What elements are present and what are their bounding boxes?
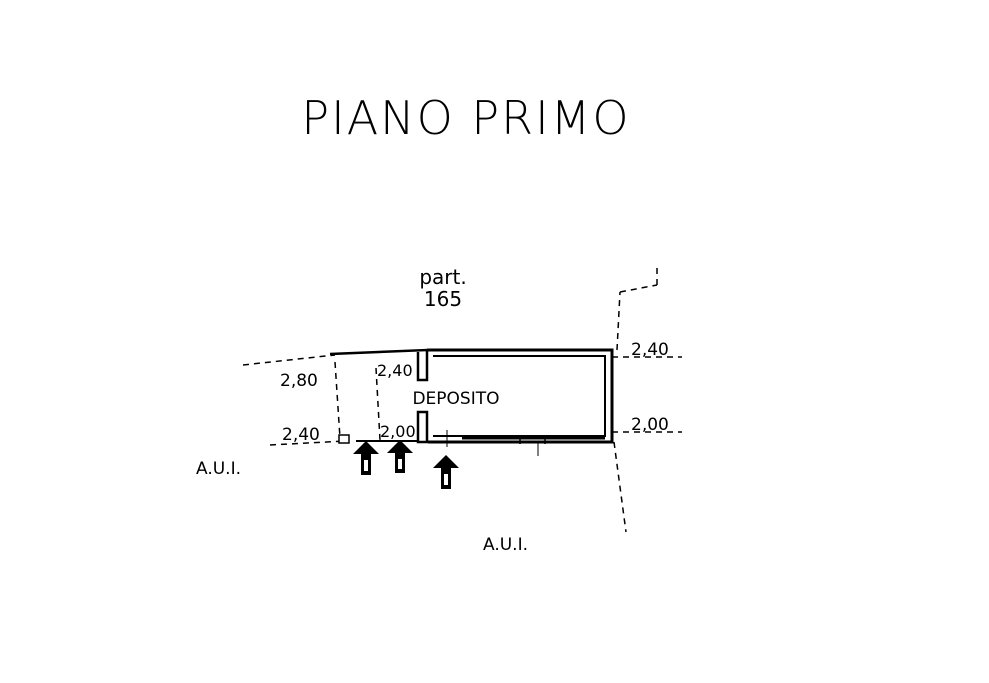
parcel-prefix: part. bbox=[419, 265, 466, 289]
height-right-top: 2,40 bbox=[631, 340, 669, 360]
arrow-up-icon bbox=[353, 441, 379, 475]
parcel-number: 165 bbox=[424, 287, 462, 311]
boundary-lines bbox=[242, 266, 682, 533]
room-name: DEPOSITO bbox=[412, 389, 499, 409]
height-left-top: 2,80 bbox=[280, 371, 318, 391]
height-inner-top: 2,40 bbox=[377, 361, 413, 380]
height-left-bottom: 2,40 bbox=[282, 425, 320, 445]
arrow-up-icon bbox=[387, 440, 413, 473]
arrow-up-icon bbox=[433, 455, 459, 489]
height-right-bottom: 2,00 bbox=[631, 415, 669, 435]
adjacent-label-bottom: A.U.I. bbox=[483, 535, 528, 555]
height-inner-bottom: 2,00 bbox=[380, 422, 416, 441]
room-walls bbox=[329, 348, 614, 456]
adjacent-label-left: A.U.I. bbox=[196, 459, 241, 479]
plan-title: PIANO PRIMO bbox=[301, 91, 630, 145]
